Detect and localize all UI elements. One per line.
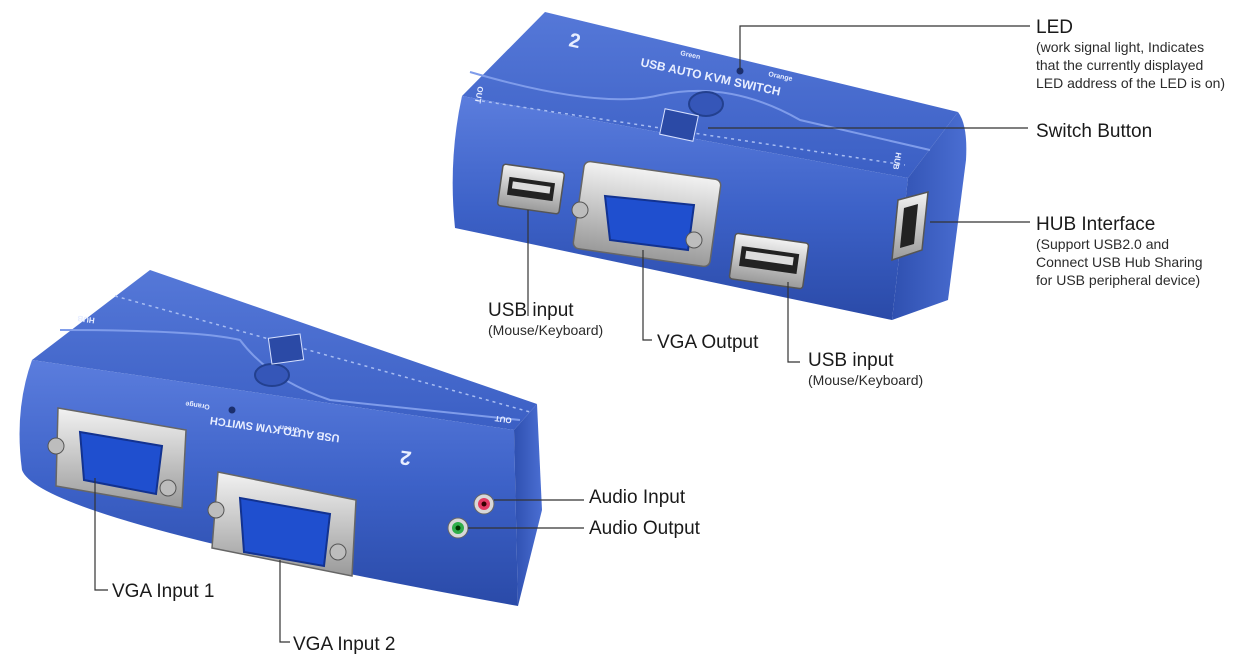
callout-hub-desc-2: Connect USB Hub Sharing bbox=[1036, 253, 1203, 270]
rear-port-count: 2 bbox=[567, 29, 582, 53]
front-green-text: Green bbox=[279, 423, 300, 433]
rear-usb-port-left bbox=[497, 163, 565, 215]
callout-led-title: LED bbox=[1036, 17, 1073, 38]
rear-hub-text: HUB bbox=[891, 152, 903, 171]
callout-audio-output: Audio Output bbox=[589, 518, 700, 540]
leader-vga-output bbox=[642, 250, 652, 341]
audio-input-jack bbox=[473, 493, 495, 515]
callout-vga-output-title: VGA Output bbox=[657, 332, 759, 353]
callout-usb-input-right: USB input (Mouse/Keyboard) bbox=[808, 350, 923, 390]
rear-vga-output-port bbox=[571, 160, 722, 268]
rear-out-text: OUT bbox=[473, 86, 485, 104]
callout-hub-desc-1: (Support USB2.0 and bbox=[1036, 235, 1170, 252]
callout-led-desc-3: LED address of the LED is on) bbox=[1036, 74, 1226, 91]
front-brand-logo bbox=[267, 333, 305, 365]
front-vga-input-2 bbox=[207, 471, 357, 577]
front-hub-text: HUB bbox=[77, 314, 96, 325]
brand-logo bbox=[659, 108, 699, 142]
front-port-count: 2 bbox=[399, 446, 413, 469]
front-vga-input-1 bbox=[47, 407, 187, 509]
leader-vga-input-2 bbox=[279, 560, 290, 643]
callout-audio-input: Audio Input bbox=[589, 487, 685, 509]
rear-green-text: Green bbox=[680, 50, 701, 61]
leader-usb-right bbox=[787, 282, 800, 363]
leader-lines bbox=[94, 25, 1030, 643]
callout-vga-input-2-title: VGA Input 2 bbox=[293, 634, 396, 655]
callout-hub-title: HUB Interface bbox=[1036, 214, 1156, 235]
device-rear-side-face bbox=[892, 112, 967, 320]
rear-led bbox=[736, 67, 744, 75]
callout-usb-right-title: USB input bbox=[808, 350, 894, 371]
callout-hub-desc-3: for USB peripheral device) bbox=[1036, 271, 1201, 288]
kvm-device-rear: USB AUTO KVM SWITCH 2 Green Orange OUT H… bbox=[452, 12, 967, 320]
callout-switch-button: Switch Button bbox=[1036, 121, 1152, 143]
callout-vga-output: VGA Output bbox=[657, 332, 758, 354]
rear-hub-port bbox=[891, 190, 929, 262]
callout-hub-interface: HUB Interface (Support USB2.0 and Connec… bbox=[1036, 214, 1203, 290]
callout-audio-output-title: Audio Output bbox=[589, 518, 700, 539]
callout-vga-input-2: VGA Input 2 bbox=[293, 634, 395, 656]
callout-led-desc-2: that the currently displayed bbox=[1036, 56, 1204, 73]
front-out-text: OUT bbox=[494, 414, 512, 425]
rear-usb-port-right bbox=[728, 232, 810, 290]
callout-led-desc-1: (work signal light, Indicates bbox=[1036, 38, 1205, 55]
callout-usb-input-left: USB input (Mouse/Keyboard) bbox=[488, 300, 603, 340]
kvm-device-front: USB AUTO KVM SWITCH 2 Green Orange OUT H… bbox=[19, 270, 542, 606]
rear-switch-button bbox=[688, 91, 724, 117]
callout-audio-input-title: Audio Input bbox=[589, 487, 686, 508]
callout-usb-right-desc: (Mouse/Keyboard) bbox=[808, 371, 924, 388]
leader-vga-input-1 bbox=[94, 478, 108, 591]
callout-switch-button-title: Switch Button bbox=[1036, 121, 1153, 142]
callout-usb-left-title: USB input bbox=[488, 300, 574, 321]
callout-vga-input-1-title: VGA Input 1 bbox=[112, 581, 215, 602]
leader-led bbox=[739, 25, 1030, 70]
callout-usb-left-desc: (Mouse/Keyboard) bbox=[488, 321, 604, 338]
audio-output-jack bbox=[447, 517, 469, 539]
front-orange-text: Orange bbox=[185, 400, 210, 410]
front-switch-button bbox=[254, 363, 290, 387]
callout-led: LED (work signal light, Indicates that t… bbox=[1036, 17, 1225, 93]
device-front-side-face bbox=[514, 404, 542, 606]
callout-vga-input-1: VGA Input 1 bbox=[112, 581, 214, 603]
rear-orange-text: Orange bbox=[768, 71, 794, 83]
front-led bbox=[228, 406, 236, 414]
